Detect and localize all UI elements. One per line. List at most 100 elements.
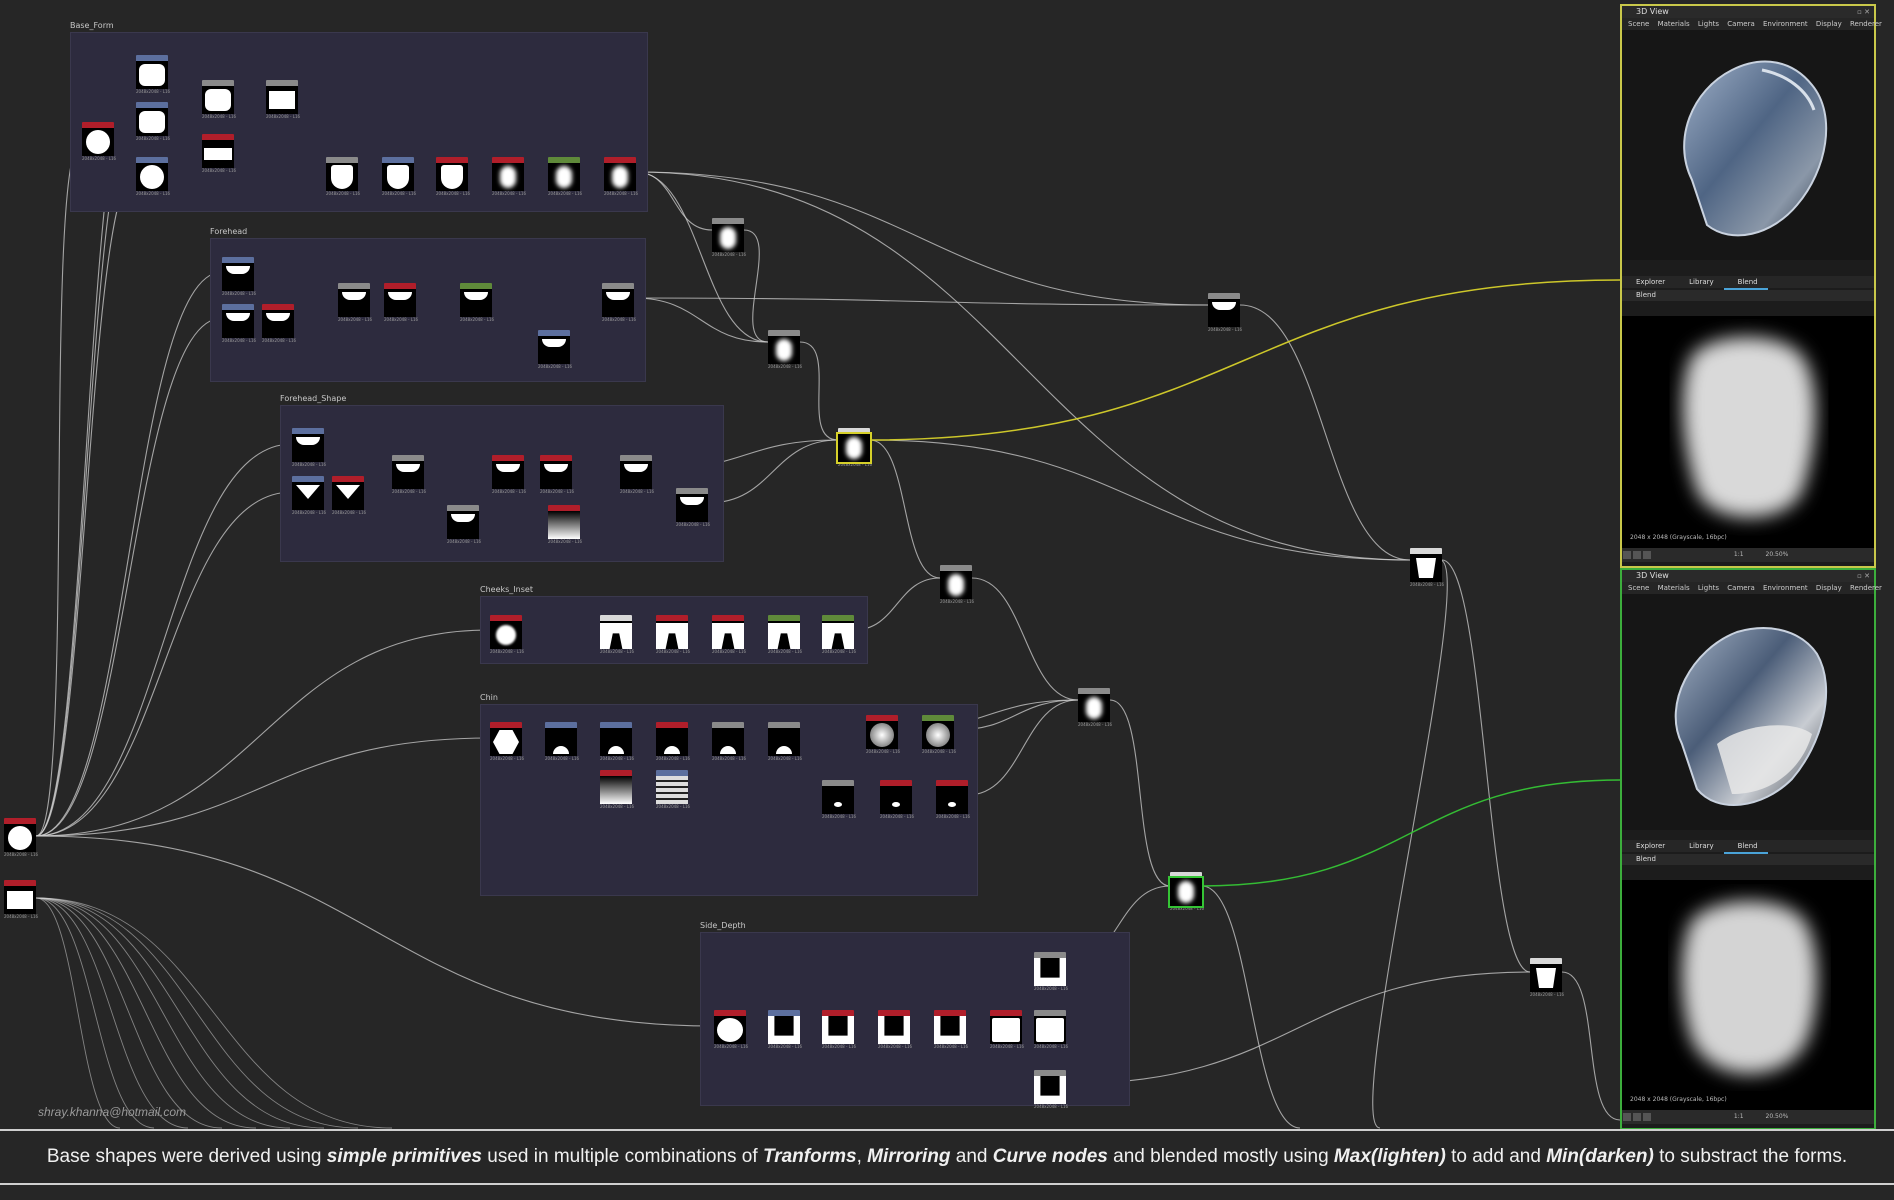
node-link[interactable] xyxy=(869,439,941,579)
tile-icon[interactable] xyxy=(1643,550,1651,559)
graph-node[interactable]: 2048x2048 - L16 xyxy=(1034,1070,1068,1109)
tab-blend-2[interactable]: Blend xyxy=(1723,840,1768,854)
graph-node[interactable]: 2048x2048 - L16 xyxy=(82,122,116,161)
graph-node[interactable]: 2048x2048 - L16 xyxy=(768,330,802,369)
node-link[interactable] xyxy=(35,897,325,1129)
node-link[interactable] xyxy=(635,171,1209,306)
node-link[interactable] xyxy=(635,171,769,343)
menu-materials[interactable]: Materials xyxy=(1657,20,1690,28)
graph-node[interactable]: 2048x2048 - L16 xyxy=(222,304,256,343)
tab-explorer-2[interactable]: Explorer xyxy=(1636,842,1666,850)
graph-node[interactable]: 2048x2048 - L16 xyxy=(202,80,236,119)
graph-node[interactable]: 2048x2048 - L16 xyxy=(1078,688,1112,727)
menu-lights[interactable]: Lights xyxy=(1697,20,1720,28)
graph-node[interactable]: 2048x2048 - L16 xyxy=(436,157,470,196)
node-link[interactable] xyxy=(35,271,223,837)
graph-node[interactable]: 2048x2048 - L16 xyxy=(292,428,326,467)
graph-node[interactable]: 2048x2048 - L16 xyxy=(990,1010,1024,1049)
graph-node[interactable]: 2048x2048 - L16 xyxy=(922,715,956,754)
menu-renderer[interactable]: Renderer xyxy=(1849,20,1882,28)
graph-node[interactable]: 2048x2048 - L16 xyxy=(262,304,296,343)
node-link[interactable] xyxy=(1201,885,1301,1129)
view3d-viewport[interactable] xyxy=(1622,30,1874,260)
node-link[interactable] xyxy=(35,897,189,1129)
node-link[interactable] xyxy=(869,279,1621,441)
graph-node[interactable]: 2048x2048 - L16 xyxy=(940,565,974,604)
node-link[interactable] xyxy=(35,491,293,837)
graph-node[interactable]: 2048x2048 - L16 xyxy=(538,330,572,369)
view3d-title-bar[interactable]: 3D View ▫ ✕ xyxy=(1622,6,1874,18)
graph-node[interactable]: 2048x2048 - L16 xyxy=(136,102,170,141)
graph-node[interactable]: 2048x2048 - L16 xyxy=(136,157,170,196)
graph-node[interactable]: 2048x2048 - L16 xyxy=(266,80,300,119)
graph-node[interactable]: 2048x2048 - L16 xyxy=(548,157,582,196)
graph-node[interactable]: 2048x2048 - L16 xyxy=(656,615,690,654)
node-link[interactable] xyxy=(1065,971,1531,1085)
node-link[interactable] xyxy=(35,139,83,837)
node-link[interactable] xyxy=(967,699,1079,796)
graph-node[interactable]: 2048x2048 - L16 xyxy=(548,505,582,544)
node-link[interactable] xyxy=(1372,559,1448,1129)
node-link[interactable] xyxy=(35,737,491,837)
node-link[interactable] xyxy=(1441,559,1531,973)
menu-environment[interactable]: Environment xyxy=(1762,20,1808,28)
tab-blend[interactable]: Blend xyxy=(1723,276,1768,290)
blend-preview[interactable]: 2048 x 2048 (Grayscale, 16bpc) xyxy=(1622,316,1874,548)
node-link[interactable] xyxy=(35,897,359,1129)
graph-node[interactable]: 2048x2048 - L16 xyxy=(447,505,481,544)
node-link[interactable] xyxy=(633,297,769,343)
graph-node[interactable]: 2048x2048 - L16 xyxy=(936,780,970,819)
graph-node[interactable]: 2048x2048 - L16 xyxy=(656,770,690,809)
grid-icon-2[interactable] xyxy=(1633,1112,1641,1121)
node-link[interactable] xyxy=(743,229,769,343)
channel-icon[interactable] xyxy=(1623,550,1631,559)
node-link[interactable] xyxy=(35,629,491,837)
node-link[interactable] xyxy=(635,171,1411,561)
ratio-label[interactable]: 1:1 xyxy=(1733,551,1744,558)
zoom-label[interactable]: 20.50% xyxy=(1765,551,1789,558)
ratio-label-2[interactable]: 1:1 xyxy=(1733,1113,1744,1120)
channel-icon-2[interactable] xyxy=(1623,1112,1631,1121)
node-link[interactable] xyxy=(35,897,121,1129)
graph-node[interactable]: 2048x2048 - L16 xyxy=(768,615,802,654)
menu-scene[interactable]: Scene xyxy=(1628,20,1650,28)
graph-node[interactable]: 2048x2048 - L16 xyxy=(136,55,170,94)
graph-node[interactable]: 2048x2048 - L16 xyxy=(490,722,524,761)
graph-node[interactable]: 2048x2048 - L16 xyxy=(222,257,256,296)
graph-node[interactable]: 2048x2048 - L16 xyxy=(600,615,634,654)
node-link[interactable] xyxy=(971,577,1079,701)
menu-renderer-2[interactable]: Renderer xyxy=(1849,584,1882,592)
graph-node[interactable]: 2048x2048 - L16 xyxy=(1168,872,1204,911)
graph-node[interactable]: 2048x2048 - L16 xyxy=(1034,1010,1068,1049)
menu-environment-2[interactable]: Environment xyxy=(1762,584,1808,592)
node-link[interactable] xyxy=(35,117,137,837)
window-buttons[interactable]: ▫ ✕ xyxy=(1857,8,1870,16)
graph-node[interactable]: 2048x2048 - L16 xyxy=(878,1010,912,1049)
graph-node[interactable]: 2048x2048 - L16 xyxy=(714,1010,748,1049)
graph-node[interactable]: 2048x2048 - L16 xyxy=(822,1010,856,1049)
graph-node[interactable]: 2048x2048 - L16 xyxy=(292,476,326,515)
graph-node[interactable]: 2048x2048 - L16 xyxy=(676,488,710,527)
tile-icon-2[interactable] xyxy=(1643,1112,1651,1121)
menu-materials-2[interactable]: Materials xyxy=(1657,584,1690,592)
graph-node[interactable]: 2048x2048 - L16 xyxy=(768,1010,802,1049)
graph-node[interactable]: 2048x2048 - L16 xyxy=(382,157,416,196)
node-link[interactable] xyxy=(35,171,137,837)
tab-explorer[interactable]: Explorer xyxy=(1636,278,1666,286)
grid-icon[interactable] xyxy=(1633,550,1641,559)
menu-display[interactable]: Display xyxy=(1815,20,1842,28)
graph-node[interactable]: 2048x2048 - L16 xyxy=(1208,293,1242,332)
graph-node[interactable]: 2048x2048 - L16 xyxy=(880,780,914,819)
graph-node[interactable]: 2048x2048 - L16 xyxy=(934,1010,968,1049)
node-link[interactable] xyxy=(869,439,1411,561)
graph-node[interactable]: 2048x2048 - L16 xyxy=(712,722,746,761)
tab-library-2[interactable]: Library xyxy=(1689,842,1714,850)
graph-node[interactable]: 2048x2048 - L16 xyxy=(600,722,634,761)
graph-node[interactable]: 2048x2048 - L16 xyxy=(712,615,746,654)
graph-node[interactable]: 2048x2048 - L16 xyxy=(492,157,526,196)
graph-node[interactable]: 2048x2048 - L16 xyxy=(202,134,236,173)
graph-node[interactable]: 2048x2048 - L16 xyxy=(490,615,524,654)
tab-library[interactable]: Library xyxy=(1689,278,1714,286)
graph-node[interactable]: 2048x2048 - L16 xyxy=(392,455,426,494)
graph-node[interactable]: 2048x2048 - L16 xyxy=(4,818,38,857)
